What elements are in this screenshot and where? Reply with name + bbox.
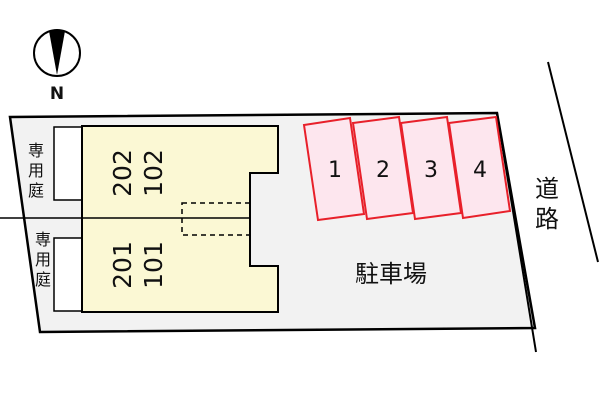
- parking-lot-label: 駐車場: [355, 260, 427, 288]
- apartment-building: [0, 125, 279, 313]
- unit-101-label: 101: [139, 241, 168, 289]
- north-label: N: [50, 84, 64, 104]
- garden-label-1-char1: 専: [28, 141, 44, 160]
- parking-space-1-label: 1: [328, 158, 342, 183]
- unit-201-label: 201: [108, 241, 137, 289]
- private-garden-top: [53, 126, 83, 201]
- parking-space-2-label: 2: [376, 158, 390, 183]
- parking-space-4-label: 4: [473, 158, 487, 183]
- garden-label-1-char2: 用: [28, 161, 44, 180]
- garden-label-1-char3: 庭: [28, 181, 44, 200]
- site-road-boundary: [496, 112, 537, 353]
- private-garden-bottom: [53, 237, 83, 312]
- garden-label-2-char1: 専: [35, 230, 51, 249]
- road-label-char2: 路: [535, 205, 559, 233]
- parking-space-3: [399, 115, 463, 221]
- parking-space-3-label: 3: [424, 158, 438, 183]
- parking-space-4: [447, 115, 512, 220]
- garden-label-2-char3: 庭: [35, 270, 51, 289]
- garden-label-2-char2: 用: [35, 250, 51, 269]
- road-label-char1: 道: [535, 175, 559, 203]
- road-edge-line: [547, 61, 599, 263]
- unit-202-label: 202: [108, 149, 137, 197]
- parking-space-2: [351, 115, 415, 221]
- north-arrow-icon: [33, 29, 81, 77]
- parking-space-1: [302, 116, 366, 222]
- unit-102-label: 102: [139, 149, 168, 197]
